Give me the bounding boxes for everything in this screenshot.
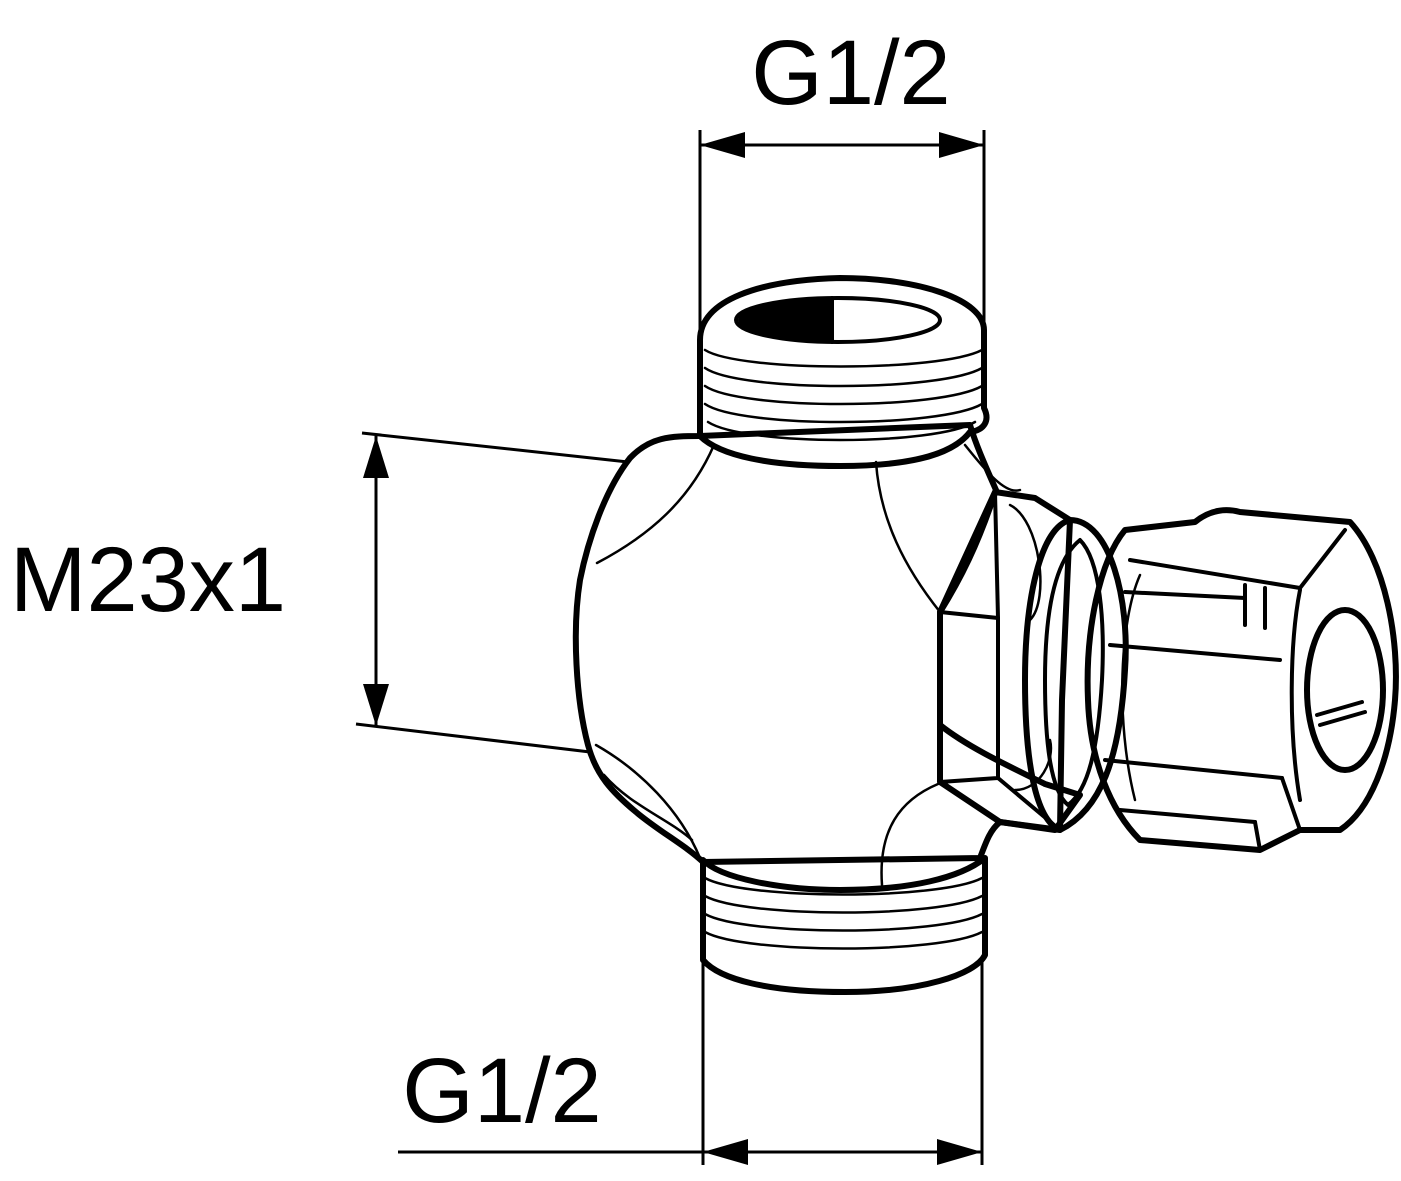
side-arrow-bottom (363, 684, 389, 726)
compression-nut-slot-line-2 (1318, 710, 1367, 727)
compression-nut-edge-1 (1123, 590, 1247, 600)
bottom-dimension: G1/2 (398, 960, 984, 1165)
top-arrow-right (939, 132, 984, 158)
hex-nut-outline (937, 489, 1073, 833)
body-facet-bottom-left (594, 743, 702, 860)
bottom-thread-ridge-2 (703, 894, 984, 914)
bottom-thread-label: G1/2 (402, 1040, 601, 1142)
body-facet-top-right (874, 460, 942, 614)
seal-ring-inner (1043, 538, 1105, 807)
bottom-thread-connector (700, 855, 988, 995)
hex-nut (937, 489, 1073, 833)
bottom-thread-outline (700, 855, 988, 995)
side-extension-line-bottom (355, 722, 591, 754)
bottom-arrow-left (703, 1139, 748, 1165)
compression-nut-lower-face (1253, 776, 1302, 852)
body-facet-bottom-right (880, 782, 940, 887)
body-facet-left-lower (602, 773, 694, 842)
compression-nut (1084, 507, 1399, 853)
bottom-thread-ridge-4 (703, 930, 984, 950)
bottom-thread-ridge-1 (703, 876, 984, 896)
compression-nut-side-curve (1121, 573, 1142, 802)
compression-nut-outline (1084, 507, 1399, 853)
top-thread-label: G1/2 (751, 22, 950, 124)
side-thread-label: M23x1 (10, 529, 286, 631)
compression-nut-front-face (1289, 588, 1302, 802)
hex-nut-chamfer-bottom (1013, 738, 1053, 792)
side-dimension: M23x1 (10, 431, 629, 754)
body-facet-right-top (963, 443, 1022, 492)
top-thread-ridge-3 (703, 384, 984, 406)
compression-nut-slot-line-1 (1315, 700, 1364, 717)
top-bore-ellipse (734, 296, 942, 344)
top-bore-shadow (738, 299, 832, 342)
top-thread-ridge-2 (703, 366, 984, 388)
seal-ring-outline (1022, 517, 1129, 833)
valve-body (572, 422, 1083, 887)
side-extension-line-top (361, 431, 629, 464)
bottom-thread-ridge-3 (703, 912, 984, 932)
compression-nut-face-top (1128, 528, 1347, 590)
top-thread-ridge-5 (706, 420, 977, 442)
body-outline (572, 422, 1083, 865)
top-arrow-left (700, 132, 745, 158)
top-thread-connector (697, 275, 990, 469)
top-thread-outline (697, 275, 990, 469)
top-thread-ridge-4 (703, 402, 984, 424)
compression-nut-edge-2 (1108, 643, 1282, 662)
compression-nut-edge-4 (1118, 808, 1257, 824)
top-thread-ridge-1 (703, 348, 984, 368)
hex-nut-chamfer-top (1008, 503, 1042, 622)
side-arrow-top (363, 436, 389, 478)
bottom-arrow-right (937, 1139, 982, 1165)
compression-nut-bore (1304, 607, 1386, 773)
top-dimension: G1/2 (698, 22, 986, 330)
compression-nut-edge-3 (1103, 758, 1284, 780)
body-facet-top-left (595, 443, 716, 565)
seal-ring (1022, 517, 1129, 833)
